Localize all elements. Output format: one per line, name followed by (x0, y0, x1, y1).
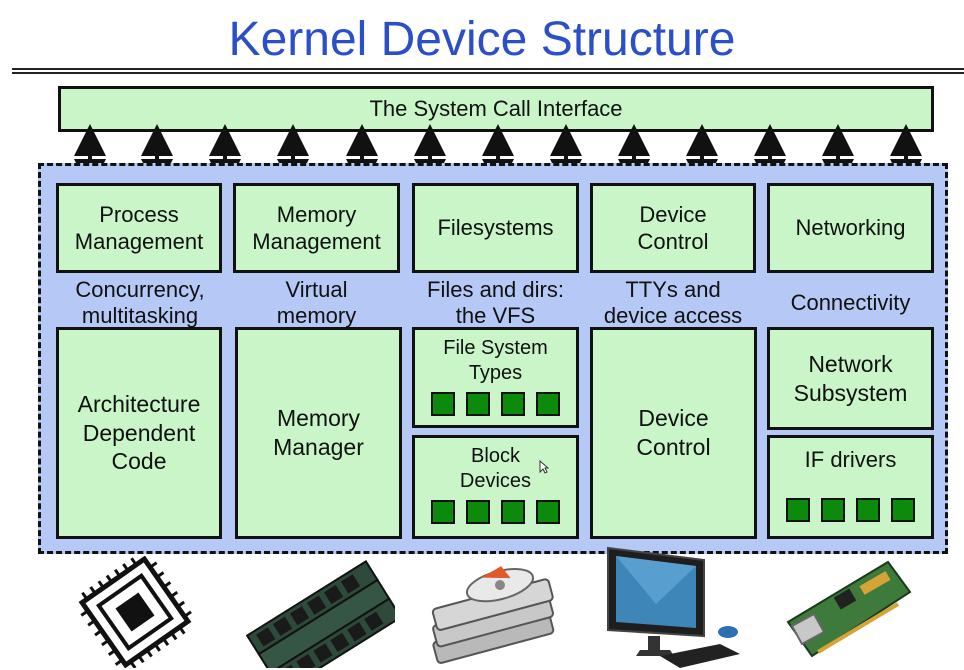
box-label: Network Subsystem (793, 350, 908, 406)
file-system-types-box: File System Types (412, 327, 579, 428)
mouse-cursor-icon (539, 460, 549, 474)
module-chip (891, 497, 915, 522)
box-label: File System Types (443, 337, 548, 384)
module-chip (501, 500, 525, 524)
box-label: Filesystems (437, 215, 554, 241)
network-card-icon (786, 560, 912, 658)
box-label: Architecture Dependent Code (77, 390, 201, 475)
box-label: Memory Management (252, 201, 381, 255)
architecture-dependent-code-box: Architecture Dependent Code (56, 327, 222, 539)
module-chip (821, 497, 845, 522)
page-title: Kernel Device Structure (228, 13, 736, 66)
title-divider (12, 72, 964, 74)
process-management-box: Process Management (56, 183, 222, 273)
network-subsystem-box: Network Subsystem (767, 327, 934, 430)
memory-management-box: Memory Management (233, 183, 400, 273)
box-label: Networking (795, 215, 906, 241)
box-label: Device Control (637, 201, 709, 255)
box-label: Memory Manager (273, 405, 364, 460)
module-chip (786, 497, 810, 522)
device-control-lower-box: Device Control (590, 327, 757, 539)
module-chip (431, 500, 455, 524)
filesystems-box: Filesystems (412, 183, 579, 273)
module-chip (466, 500, 490, 524)
caption-connectivity: Connectivity (790, 290, 911, 315)
module-chip (466, 392, 490, 416)
module-chip (856, 497, 880, 522)
if-drivers-box: IF drivers (767, 435, 934, 539)
module-chip (431, 392, 455, 416)
caption-virtual-memory: Virtual memory (276, 277, 357, 328)
block-devices-box: Block Devices (412, 435, 579, 539)
box-label: Device Control (636, 405, 711, 460)
device-control-box: Device Control (590, 183, 756, 273)
module-chip (536, 500, 560, 524)
chip-row (786, 497, 915, 522)
memory-modules-icon (245, 559, 395, 668)
chip-row (431, 392, 560, 416)
memory-manager-box: Memory Manager (235, 327, 402, 539)
caption-concurrency: Concurrency, multitasking (75, 277, 205, 328)
caption-ttys: TTYs and device access (603, 277, 743, 328)
box-label: Process Management (74, 201, 204, 255)
box-label: IF drivers (804, 447, 897, 472)
box-label: Block Devices (459, 445, 532, 492)
networking-box: Networking (767, 183, 934, 273)
chip-row (431, 500, 560, 524)
caption-files-dirs: Files and dirs: the VFS (427, 277, 564, 328)
cpu-chip-icon (78, 556, 192, 668)
module-chip (501, 392, 525, 416)
title-divider (12, 68, 964, 70)
hard-disks-icon (431, 566, 555, 664)
computer-monitor-icon (607, 546, 740, 668)
module-chip (536, 392, 560, 416)
